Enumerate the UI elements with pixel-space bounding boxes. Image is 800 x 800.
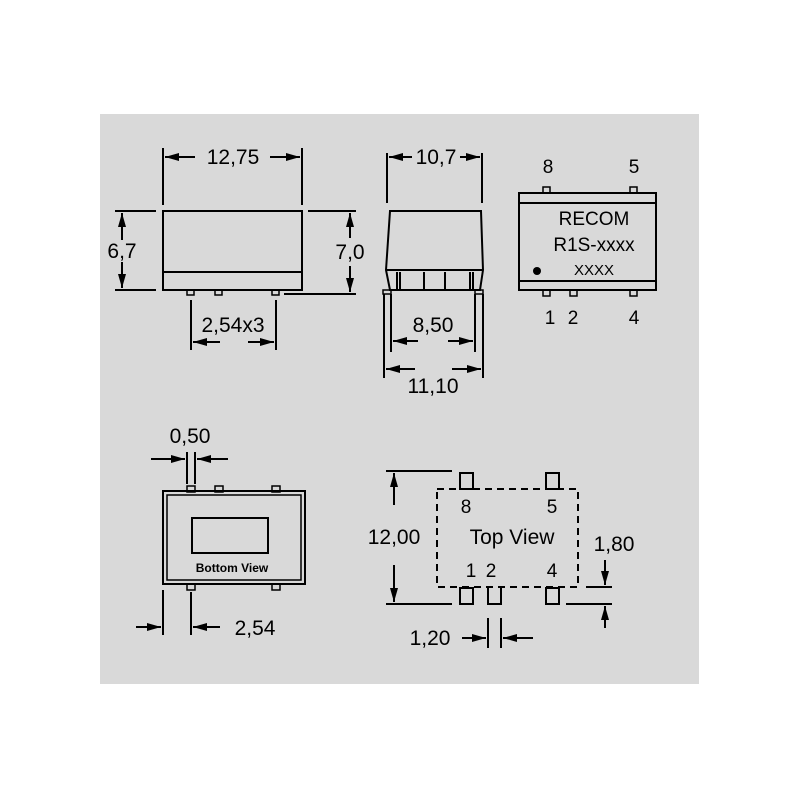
footprint-pin-8: 8 bbox=[461, 497, 472, 518]
front-height-label: 6,7 bbox=[107, 240, 136, 263]
bottom-label-window bbox=[191, 517, 269, 554]
footprint-pin-4: 4 bbox=[547, 561, 558, 582]
marking-pin-4: 4 bbox=[629, 308, 640, 329]
footprint-pad-width-label: 1,20 bbox=[410, 627, 451, 650]
pad-5 bbox=[545, 472, 560, 490]
front-body bbox=[162, 210, 303, 291]
pad-8 bbox=[459, 472, 474, 490]
footprint-pad-length-label: 1,80 bbox=[594, 533, 635, 556]
footprint-pin-5: 5 bbox=[547, 497, 558, 518]
marking-code: XXXX bbox=[574, 262, 614, 279]
marking-pin-1: 1 bbox=[545, 308, 556, 329]
bottom-body-outer bbox=[162, 490, 306, 585]
pad-4 bbox=[545, 587, 560, 605]
bottom-body-inner bbox=[166, 494, 302, 581]
bottom-pin-width-label: 0,50 bbox=[170, 425, 211, 448]
bottom-view bbox=[136, 452, 306, 635]
marking-pin-2: 2 bbox=[568, 308, 579, 329]
marking-view bbox=[518, 186, 657, 297]
bottom-pitch-label: 2,54 bbox=[235, 617, 276, 640]
marking-pin-8: 8 bbox=[543, 157, 554, 178]
bottom-view-title: Bottom View bbox=[196, 561, 269, 575]
front-pitch-label: 2,54x3 bbox=[201, 314, 264, 337]
marking-brand: RECOM bbox=[559, 209, 630, 230]
side-top-width-label: 10,7 bbox=[416, 146, 457, 169]
footprint-height-label: 12,00 bbox=[368, 526, 421, 549]
marking-part-number: R1S-xxxx bbox=[553, 235, 635, 256]
footprint-pin-2: 2 bbox=[486, 561, 497, 582]
side-inner-width-label: 8,50 bbox=[413, 314, 454, 337]
front-width-label: 12,75 bbox=[207, 146, 260, 169]
marking-pin-5: 5 bbox=[629, 157, 640, 178]
footprint-view-title: Top View bbox=[470, 526, 556, 549]
marking-body bbox=[518, 192, 657, 291]
side-view bbox=[346, 153, 485, 378]
pad-1 bbox=[459, 587, 474, 605]
pin1-dot-icon bbox=[533, 267, 541, 275]
front-view bbox=[115, 148, 356, 350]
side-outer-width-label: 11,10 bbox=[408, 375, 459, 398]
pad-2 bbox=[487, 588, 502, 605]
drawing-background bbox=[100, 114, 699, 684]
footprint-pin-1: 1 bbox=[466, 561, 477, 582]
footprint-view bbox=[386, 470, 612, 648]
side-height-label: 7,0 bbox=[335, 241, 364, 264]
